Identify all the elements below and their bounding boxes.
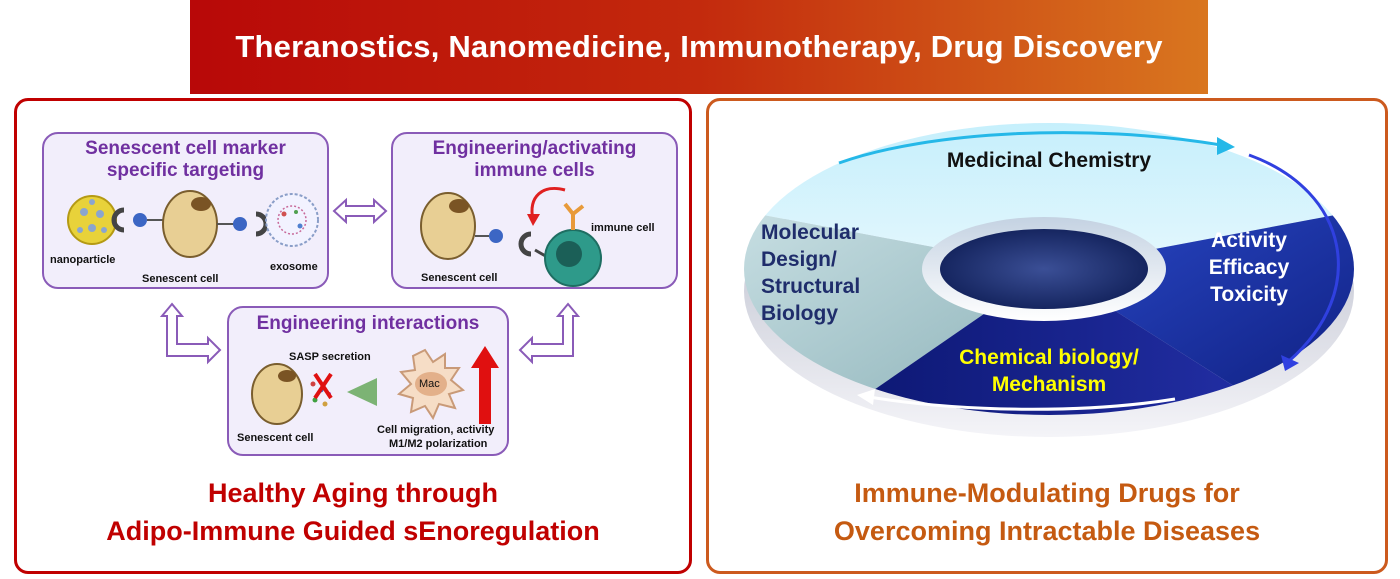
senescent-cell-icon (251, 363, 303, 425)
nanoparticle-icon (67, 195, 117, 245)
segment-left-line2: Design/ (761, 248, 837, 271)
label-migration: Cell migration, activity (377, 424, 495, 436)
block-x-icon (313, 372, 333, 400)
segment-bottom-text: Chemical biology/ Mechanism (899, 344, 1199, 398)
signal-arrow-icon (347, 378, 377, 406)
exosome-icon (265, 193, 319, 247)
label-exosome: exosome (270, 261, 318, 273)
segment-left-text: Molecular Design/ Structural Biology (761, 219, 901, 327)
header-banner: Theranostics, Nanomedicine, Immunotherap… (190, 0, 1208, 94)
label-immune-cell: immune cell (591, 222, 655, 234)
label-polarization: M1/M2 polarization (389, 438, 488, 450)
elbow-arrow-right-icon (518, 302, 581, 365)
arrow-right-icon (1248, 153, 1340, 363)
box-interactions: Engineering interactions SASP secretion … (227, 306, 509, 456)
left-panel-title-line1: Healthy Aging through (208, 478, 498, 508)
right-panel-title-line2: Overcoming Intractable Diseases (833, 516, 1261, 546)
header-title: Theranostics, Nanomedicine, Immunotherap… (235, 29, 1163, 64)
box-targeting: Senescent cell marker specific targeting (42, 132, 329, 289)
drug-discovery-wheel (744, 123, 1354, 437)
curved-arrow-icon (530, 187, 566, 221)
box-engineering-immune-title-line1: Engineering/activating (432, 138, 637, 159)
right-panel-title: Immune-Modulating Drugs for Overcoming I… (709, 474, 1385, 550)
left-panel: Senescent cell marker specific targeting (14, 98, 692, 574)
box-targeting-title-line1: Senescent cell marker (85, 138, 286, 159)
segment-right-text: Activity Efficacy Toxicity (1189, 227, 1309, 308)
box-targeting-title-line2: specific targeting (106, 160, 265, 181)
segment-top (744, 123, 1354, 269)
label-sasp: SASP secretion (289, 351, 371, 363)
segment-right-line3: Toxicity (1210, 283, 1288, 306)
label-senescent-cell: Senescent cell (237, 432, 314, 444)
label-nanoparticle: nanoparticle (50, 254, 116, 266)
segment-bottom-line1: Chemical biology/ (959, 346, 1139, 369)
segment-right-line2: Efficacy (1208, 256, 1290, 279)
segment-bottom-line2: Mechanism (991, 373, 1107, 396)
antibody-icon (563, 202, 585, 230)
box-engineering-immune-title-line2: immune cells (474, 160, 595, 181)
segment-left-line3: Structural (761, 275, 861, 298)
marker-icon (489, 229, 503, 243)
marker-icon (233, 217, 247, 231)
receptor-icon (518, 231, 532, 257)
center-hole (940, 229, 1148, 309)
arrow-bottom-icon (868, 395, 1176, 411)
immune-cell-icon (544, 229, 602, 287)
arrow-top-icon (838, 131, 1222, 165)
elbow-arrow-left-icon (159, 302, 222, 365)
senescent-cell-icon (162, 190, 218, 258)
segment-left-line1: Molecular (761, 221, 860, 244)
box-targeting-title: Senescent cell marker specific targeting (44, 138, 327, 182)
immune-illustration (420, 187, 602, 287)
label-senescent-cell: Senescent cell (142, 273, 219, 285)
label-senescent-cell: Senescent cell (421, 272, 498, 284)
label-mac: Mac (419, 378, 440, 390)
right-panel: Medicinal Chemistry Molecular Design/ St… (706, 98, 1388, 574)
segment-left-line4: Biology (761, 302, 838, 325)
targeting-illustration (67, 190, 319, 258)
box-engineering-immune: Engineering/activating immune cells immu… (391, 132, 678, 289)
macrophage-icon (396, 348, 466, 421)
marker-icon (133, 213, 147, 227)
interactions-illustration (251, 346, 499, 425)
segment-bottom (829, 269, 1289, 415)
receptor-icon (255, 211, 269, 237)
box-interactions-title: Engineering interactions (256, 313, 480, 334)
box-engineering-immune-title: Engineering/activating immune cells (393, 138, 676, 182)
receptor-icon (111, 207, 125, 233)
segment-top-text: Medicinal Chemistry (946, 149, 1152, 172)
segment-right-line1: Activity (1211, 229, 1287, 252)
up-arrow-icon (471, 346, 499, 424)
double-arrow-icon (332, 197, 388, 225)
senescent-cell-icon (420, 192, 476, 260)
left-panel-title-line2: Adipo-Immune Guided sEnoregulation (106, 516, 600, 546)
right-panel-title-line1: Immune-Modulating Drugs for (854, 478, 1240, 508)
left-panel-title: Healthy Aging through Adipo-Immune Guide… (17, 474, 689, 550)
